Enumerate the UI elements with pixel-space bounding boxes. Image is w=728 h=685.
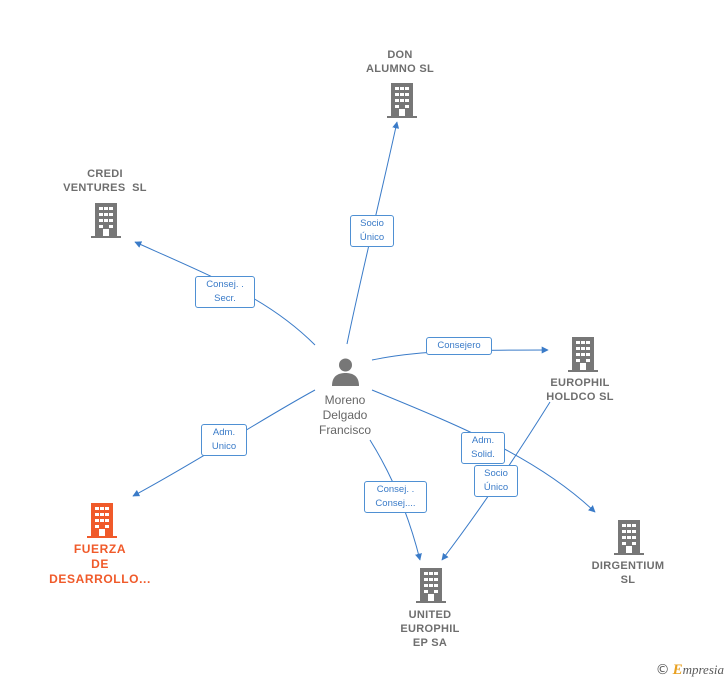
building-icon[interactable] [614, 520, 644, 560]
building-icon[interactable] [568, 337, 598, 377]
building-icon[interactable] [416, 568, 446, 608]
relation-label-united[interactable]: Consej. .Consej.... [364, 481, 427, 513]
relation-label-dirgentium[interactable]: Adm.Solid. [461, 432, 505, 464]
relation-label-credi[interactable]: Consej. .Secr. [195, 276, 255, 308]
building-icon[interactable] [91, 203, 121, 243]
building-icon[interactable] [87, 503, 117, 543]
relation-label-fuerza[interactable]: Adm.Unico [201, 424, 247, 456]
brand-watermark: ©Empresia [656, 662, 724, 679]
copyright-icon: © [655, 662, 670, 678]
relation-label-europhil-holdco[interactable]: Consejero [426, 337, 492, 355]
brand-initial: E [672, 662, 683, 678]
person-icon[interactable] [331, 357, 360, 391]
brand-name: mpresia [682, 662, 724, 677]
building-icon[interactable] [387, 83, 417, 123]
